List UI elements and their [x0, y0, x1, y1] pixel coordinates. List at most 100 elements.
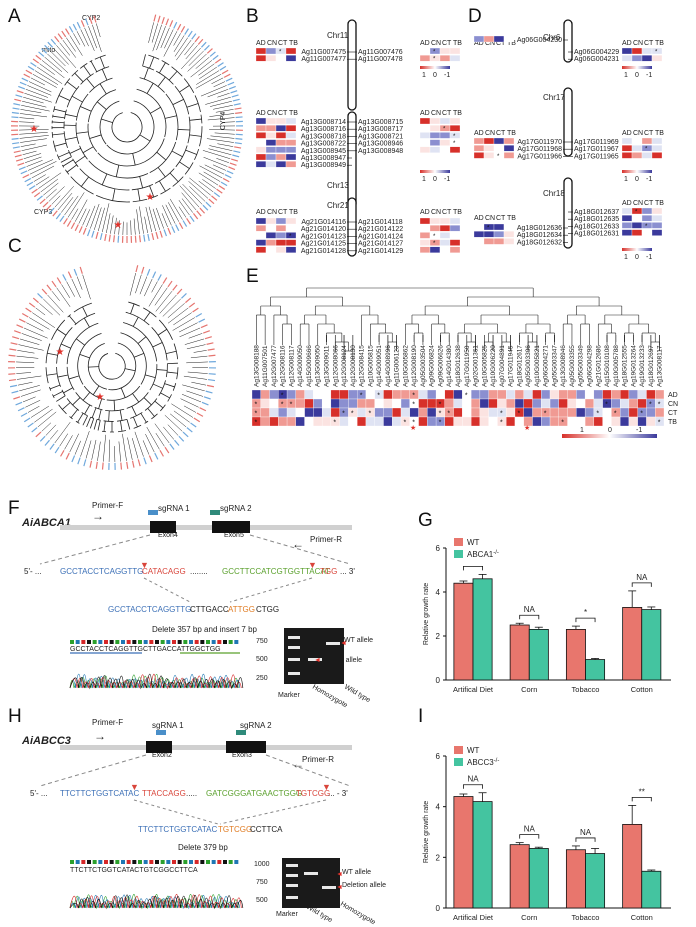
clade-label-cyp2: CYP2 — [82, 15, 100, 22]
tree-a-leaf-label — [14, 98, 22, 102]
gel-ladder-f-0: 750 — [256, 638, 268, 645]
f-gel — [284, 628, 344, 684]
tree-a-clade-arc — [111, 112, 143, 143]
tree-c-branch — [91, 407, 97, 418]
tree-a-branch — [22, 150, 37, 156]
heat-cell-right — [641, 222, 653, 229]
tree-a-branch — [97, 207, 105, 232]
h-trace — [69, 894, 244, 910]
tree-c-branch — [19, 338, 40, 345]
asterisk: * — [605, 402, 608, 409]
tree-c-branch — [154, 400, 164, 409]
e-heat-cell — [462, 407, 472, 418]
heat-cell-right — [641, 47, 653, 55]
e-heat-cell — [392, 398, 402, 409]
tree-a-leaf-label — [231, 94, 239, 98]
gel-ladder-h-0: 1000 — [254, 861, 270, 868]
tree-a-leaf-label — [171, 226, 176, 233]
tree-a-branch — [210, 135, 235, 139]
heat-cell-left — [255, 217, 267, 225]
star-icon: ★ — [30, 124, 39, 135]
tree-a-branch — [148, 22, 154, 43]
tree-c-leaf-label — [204, 336, 212, 340]
g-sig-bracket — [631, 582, 652, 587]
sgrna1-label-f: sgRNA 1 — [158, 504, 190, 513]
h-base-mark — [87, 860, 91, 864]
tree-a-leaf-label — [232, 98, 240, 102]
tree-a-branch — [19, 135, 49, 139]
heat-cell-right — [449, 55, 461, 62]
tree-c-branch — [98, 398, 103, 409]
tree-a-clade-arc — [70, 176, 94, 195]
tree-c-branch — [39, 303, 53, 315]
f-base-mark — [194, 640, 199, 644]
tree-c-branch — [188, 333, 203, 339]
heat-cell-right — [631, 222, 643, 229]
heat-cell-left — [483, 238, 495, 245]
tree-a-branch — [185, 45, 198, 60]
clade-label-cyp4: CYP4 — [220, 112, 227, 130]
tree-c-leaf-label — [77, 457, 81, 465]
e-heat-cell — [286, 407, 296, 418]
asterisk: * — [443, 127, 446, 133]
e-heat-cell — [506, 389, 516, 400]
tree-c-branch — [70, 409, 78, 418]
tree-c-leaf-label — [198, 318, 206, 323]
tree-a-clade-arc — [80, 73, 94, 85]
e-heat-cell — [365, 398, 375, 409]
tree-c-branch — [162, 298, 181, 317]
heat-cell-left — [255, 161, 267, 168]
e-heat-cell — [637, 398, 647, 409]
tree-a-branch — [19, 113, 48, 118]
heat-cell-left — [503, 137, 515, 145]
heat-header-right: CN — [633, 200, 643, 207]
tree-a-leaf-label — [17, 162, 25, 166]
tree-a-leaf-label — [45, 204, 52, 211]
gel-lane-wt-h: Wild type — [305, 904, 334, 925]
e-heat-cell — [488, 407, 498, 418]
tree-c-leaf-label — [208, 354, 216, 357]
heat-legend-label: -1 — [646, 176, 652, 183]
tree-a-leaf-label — [22, 174, 30, 179]
tree-c-branch — [139, 276, 148, 295]
e-heat-cell — [409, 407, 419, 418]
tree-a-branch — [179, 185, 200, 208]
e-heat-cell — [339, 398, 349, 409]
tree-a-branch — [174, 37, 188, 57]
e-heat-cell — [321, 407, 332, 418]
tree-a-leaf-label — [11, 116, 19, 119]
tree-c-branch — [27, 405, 40, 413]
tree-a-clade-arc — [139, 77, 165, 93]
f-base-mark — [132, 640, 137, 644]
e-gene-label: Ag05G003306 — [525, 345, 532, 387]
heat-cell-left — [285, 117, 297, 125]
e-gene-label: Ag13G009011 — [324, 345, 331, 387]
tree-c-branch — [124, 368, 136, 372]
heat-cell-left — [255, 132, 267, 139]
heat-cell-right — [651, 47, 663, 55]
gene-name-abca1: AiABCA1 — [21, 517, 71, 529]
e-heat-cell — [514, 389, 524, 400]
tree-c-branch — [184, 338, 205, 345]
tree-c-clade-arc — [130, 412, 143, 419]
tree-c-branch — [142, 440, 150, 455]
heat-legend-label: 0 — [635, 72, 639, 79]
i-sig-bracket — [575, 837, 596, 842]
tree-a-branch — [84, 27, 95, 51]
tree-a-leaf-label — [234, 146, 242, 149]
tree-a-branch — [190, 60, 213, 78]
heat-cell-right — [621, 47, 633, 55]
tree-a-branch — [58, 95, 71, 101]
h-base-mark — [149, 860, 154, 864]
tree-c-clade-arc — [94, 407, 103, 411]
heat-cell-right — [651, 215, 663, 222]
tree-c-leaf-label — [186, 427, 193, 433]
e-heat-cell — [497, 398, 507, 409]
tree-a-branch — [212, 164, 226, 171]
tree-a-leaf-label — [48, 207, 55, 214]
e-row-label: TB — [668, 419, 677, 426]
tree-a-branch — [89, 134, 102, 139]
tree-c-branch — [148, 284, 163, 307]
